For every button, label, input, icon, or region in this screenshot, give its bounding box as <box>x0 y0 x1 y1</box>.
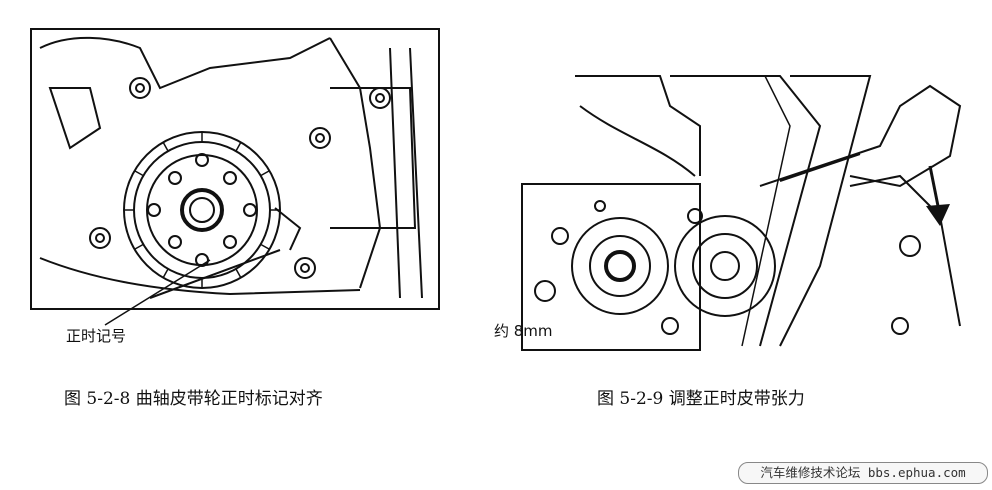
crankshaft-pulley-illustration <box>30 28 440 310</box>
figure-5-2-8-caption: 图 5-2-8 曲轴皮带轮正时标记对齐 <box>64 389 323 409</box>
figure-5-2-9-caption: 图 5-2-9 调整正时皮带张力 <box>597 389 805 409</box>
timing-mark-label: 正时记号 <box>66 327 127 345</box>
gap-8mm-label: 约 8mm <box>494 322 553 340</box>
belt-tension-illustration <box>521 75 962 351</box>
timing-mark-leader-line <box>104 259 211 326</box>
forum-watermark: 汽车维修技术论坛 bbs.ephua.com <box>738 462 988 484</box>
